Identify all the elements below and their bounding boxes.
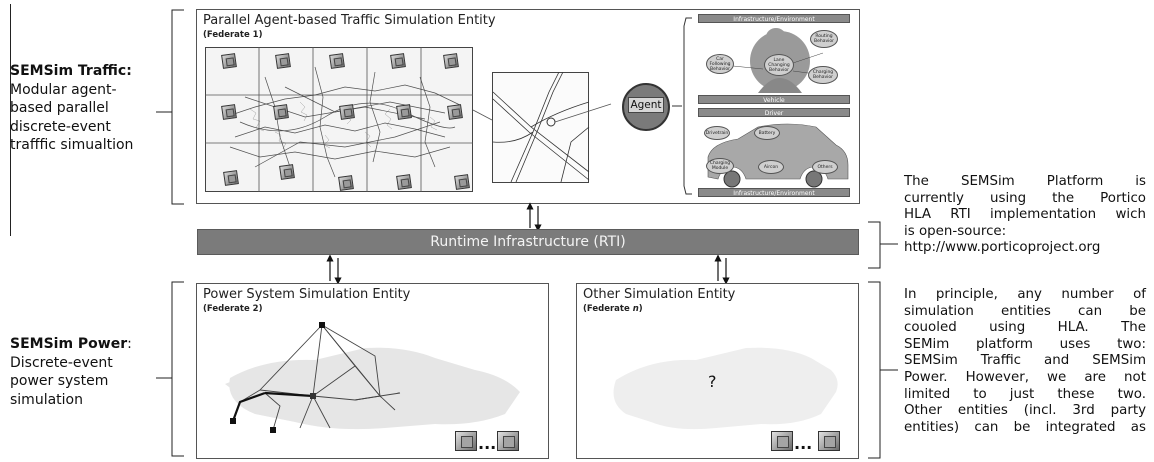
note-line: limited to just these two. <box>904 386 1146 402</box>
other-panel-subtitle-prefix: (Federate <box>583 304 633 314</box>
traffic-label-line: based parallel <box>10 100 109 116</box>
lane-changing-node: Lane Changing Behavior <box>764 54 794 76</box>
traffic-label: SEMSim Traffic: Modular agent- based par… <box>10 62 133 155</box>
portico-link[interactable]: http://www.porticoproject.org <box>904 240 1101 256</box>
processor-icon <box>497 431 519 451</box>
agent-model-diagram: Infrastructure/Environment Car Following… <box>698 14 850 198</box>
note-line: HLA RTI implementation wich <box>904 207 1146 223</box>
left-bracket-top <box>156 9 184 205</box>
processor-icon <box>455 431 477 451</box>
note-line: simulation entities can be <box>904 303 1146 319</box>
other-panel-subtitle-n: n <box>632 304 639 314</box>
portico-note: The SEMSim Platform is currently using t… <box>904 174 1146 257</box>
battery-node: Battery <box>754 126 780 140</box>
note-line: In principle, any number of <box>904 287 1146 302</box>
agent-label: Agent <box>628 97 664 113</box>
agent-bracket <box>672 17 692 195</box>
traffic-label-line: discrete-event <box>10 118 111 135</box>
ellipsis: ... <box>478 434 497 453</box>
others-node: Others <box>812 160 838 174</box>
diagram-header-vehicle: Vehicle <box>698 95 850 104</box>
note-line: is open-source: <box>904 223 1007 239</box>
diagram-header-infrastructure: Infrastructure/Environment <box>698 14 850 23</box>
charging-module-node: Charging Module <box>706 158 734 174</box>
traffic-label-line: Modular agent- <box>10 81 117 98</box>
note-line: Other entities (incl. 3rd party <box>904 403 1146 419</box>
traffic-panel-subtitle: (Federate 1) <box>203 30 263 40</box>
road-network-map <box>205 47 473 192</box>
note-line: SEMSim Traffic and SEMSim <box>904 353 1146 369</box>
power-label-colon: : <box>127 336 132 352</box>
zoomed-road-inset <box>472 72 612 183</box>
charging-behaviour-node: Charging Behavior <box>808 66 838 84</box>
note-line: SEMim platform uses two: <box>904 336 1146 352</box>
diagram-header-infrastructure-bottom: Infrastructure/Environment <box>698 188 850 197</box>
processor-icon <box>818 431 840 451</box>
traffic-panel-title: Parallel Agent-based Traffic Simulation … <box>203 13 496 28</box>
power-panel-subtitle: (Federate 2) <box>203 304 263 314</box>
processor-icon <box>771 431 793 451</box>
power-simulation-panel: Power System Simulation Entity (Federate… <box>196 283 549 459</box>
power-panel-title: Power System Simulation Entity <box>203 287 411 302</box>
power-label: SEMSim Power: Discrete-event power syste… <box>10 335 132 409</box>
traffic-label-head: SEMSim Traffic: <box>10 63 132 79</box>
note-line: The SEMSim Platform is <box>904 174 1146 189</box>
ellipsis: ... <box>794 434 813 453</box>
note-line: couoled using HLA. The <box>904 320 1146 336</box>
power-label-line: Discrete-event <box>10 354 113 371</box>
drivetrain-node: Drivetrain <box>704 126 730 140</box>
traffic-label-line: trafffic simualtion <box>10 137 134 153</box>
unknown-entity-marker: ? <box>708 372 717 391</box>
note-line: entities) can be integrated as <box>904 419 1146 435</box>
power-network-map <box>225 322 520 433</box>
note-line: Power. However, we are not <box>904 369 1146 385</box>
right-bracket-top <box>868 221 898 269</box>
other-entity-map <box>613 347 838 430</box>
power-label-head: SEMSim Power <box>10 336 128 352</box>
other-panel-subtitle-suffix: ) <box>638 304 643 314</box>
principle-note: In principle, any number of simulation e… <box>904 287 1146 436</box>
other-panel-subtitle: (Federate n) <box>583 304 643 314</box>
note-line: currently using the Portico <box>904 190 1146 206</box>
power-label-line: simulation <box>10 391 83 408</box>
car-following-node: Car Following Behavior <box>706 54 734 74</box>
diagram-header-driver: Driver <box>698 108 850 117</box>
rti-bar: Runtime Infrastructure (RTI) <box>197 229 859 255</box>
other-panel-title: Other Simulation Entity <box>583 287 736 302</box>
left-divider-line <box>10 4 11 236</box>
left-bracket-bottom <box>156 281 184 457</box>
right-bracket-bottom <box>868 281 898 459</box>
routing-node: Routing Behavior <box>810 30 838 48</box>
power-label-line: power system <box>10 373 109 389</box>
aircon-node: Aircon <box>758 160 784 174</box>
